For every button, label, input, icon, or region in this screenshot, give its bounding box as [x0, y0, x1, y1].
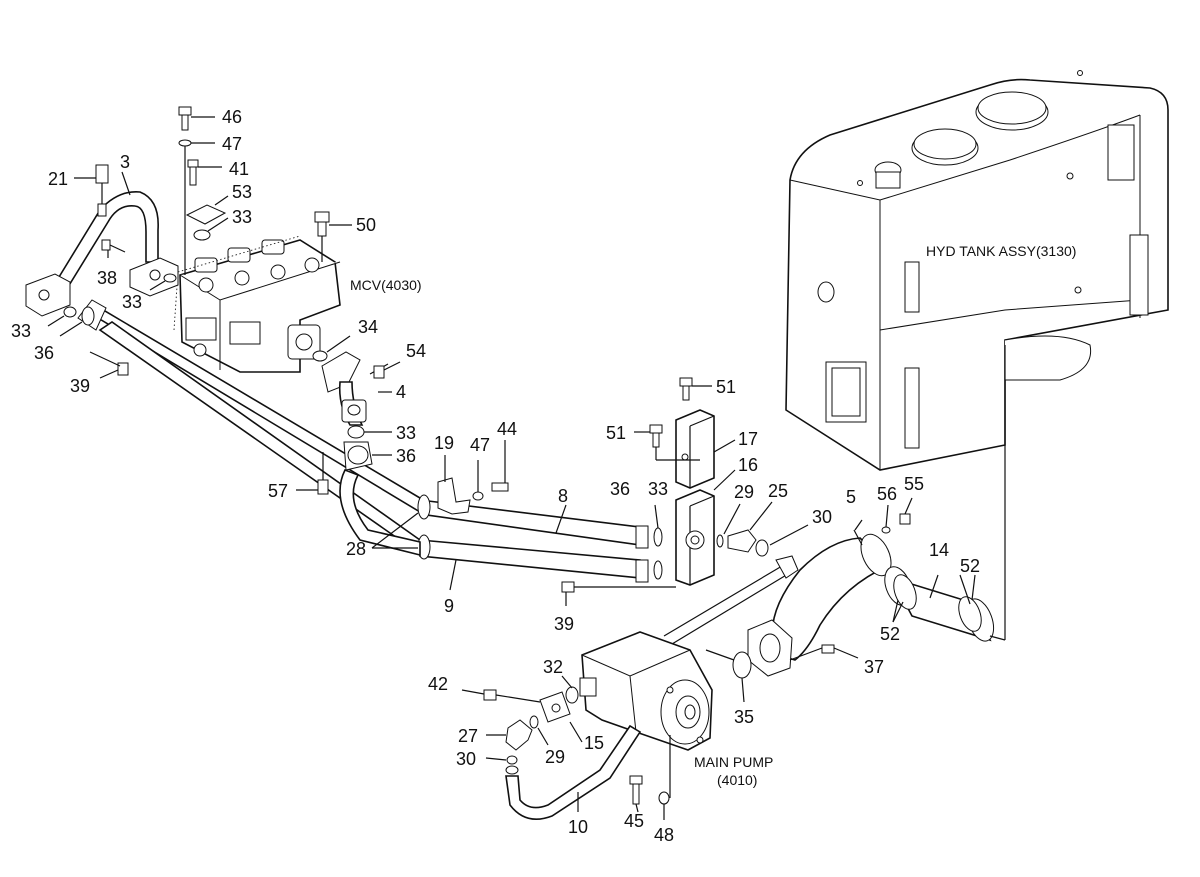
bolt-54 [373, 361, 401, 379]
main-pump-label-line1: MAIN PUMP [694, 754, 773, 770]
part-number-32: 32 [543, 657, 563, 677]
part-number-48: 48 [654, 825, 674, 845]
pipe-3 [25, 171, 179, 317]
flange-15 [539, 675, 583, 743]
bolt-46 [178, 106, 215, 131]
oring-35 [705, 649, 752, 703]
part-number-17: 17 [738, 429, 758, 449]
bolt-39-valve [561, 581, 676, 606]
fitting-29-25-30 [716, 501, 809, 557]
part-number-19: 19 [434, 433, 454, 453]
part-number-52: 52 [880, 624, 900, 644]
pipe-10 [505, 724, 642, 820]
part-number-29: 29 [545, 747, 565, 767]
part-number-33: 33 [648, 479, 668, 499]
part-number-51: 51 [606, 423, 626, 443]
part-number-37: 37 [864, 657, 884, 677]
elbow-27-oring-29-30 [485, 715, 549, 775]
part-number-54: 54 [406, 341, 426, 361]
part-number-45: 45 [624, 811, 644, 831]
part-number-14: 14 [929, 540, 949, 560]
part-number-15: 15 [584, 733, 604, 753]
part-number-4: 4 [396, 382, 406, 402]
part-number-9: 9 [444, 596, 454, 616]
part-number-47: 47 [222, 134, 242, 154]
part-number-30: 30 [812, 507, 832, 527]
bolt-42 [461, 689, 541, 703]
elbow-pipe-4 [312, 335, 392, 426]
bolt-41 [187, 159, 222, 186]
fitting-50 [314, 211, 352, 262]
part-number-33: 33 [396, 423, 416, 443]
fittings-55-56 [881, 497, 913, 534]
part-number-44: 44 [497, 419, 517, 439]
main-pump [579, 631, 713, 798]
clip-19 [437, 455, 471, 515]
part-number-16: 16 [738, 455, 758, 475]
part-number-39: 39 [554, 614, 574, 634]
mcv-valve-body [173, 235, 341, 373]
bolts-51 [634, 377, 712, 461]
hydraulic-tank [785, 70, 1169, 471]
part-number-39: 39 [70, 376, 90, 396]
oring-33-pipe3 [149, 273, 177, 291]
mcv-label: MCV(4030) [350, 277, 422, 293]
part-number-5: 5 [846, 487, 856, 507]
part-number-56: 56 [877, 484, 897, 504]
part-number-33: 33 [122, 292, 142, 312]
bolt-45-washer-48 [629, 775, 670, 820]
oring-33-top [193, 217, 229, 241]
part-number-3: 3 [120, 152, 130, 172]
part-number-36: 36 [610, 479, 630, 499]
bolt-39-left [89, 351, 129, 379]
oring-33-left [47, 306, 77, 327]
bolt-57 [296, 452, 329, 495]
part-number-57: 57 [268, 481, 288, 501]
part-number-8: 8 [558, 486, 568, 506]
part-number-34: 34 [358, 317, 378, 337]
part-number-33: 33 [11, 321, 31, 341]
part-number-21: 21 [48, 169, 68, 189]
fitting-21 [74, 164, 109, 217]
part-number-41: 41 [229, 159, 249, 179]
part-number-30: 30 [456, 749, 476, 769]
part-number-36: 36 [396, 446, 416, 466]
part-number-33: 33 [232, 207, 252, 227]
part-number-42: 42 [428, 674, 448, 694]
bolt-38 [101, 239, 126, 258]
main-pump-label-line2: (4010) [717, 772, 757, 788]
part-number-28: 28 [346, 539, 366, 559]
cover-53 [185, 195, 229, 225]
suction-pipe-5 [747, 519, 892, 677]
part-number-55: 55 [904, 474, 924, 494]
pipe-8-and-9 [59, 299, 649, 591]
part-number-35: 35 [734, 707, 754, 727]
part-number-46: 46 [222, 107, 242, 127]
valve-block-16-17 [675, 409, 736, 586]
part-number-36: 36 [34, 343, 54, 363]
part-number-25: 25 [768, 481, 788, 501]
part-number-38: 38 [97, 268, 117, 288]
washer-47-and-bolt-44 [472, 440, 509, 501]
hyd-tank-label: HYD TANK ASSY(3130) [926, 243, 1076, 259]
part-number-51: 51 [716, 377, 736, 397]
part-number-47: 47 [470, 435, 490, 455]
part-number-53: 53 [232, 182, 252, 202]
bolt-37 [789, 644, 859, 661]
part-number-27: 27 [458, 726, 478, 746]
part-number-52: 52 [960, 556, 980, 576]
pressure-hose [663, 555, 799, 645]
part-number-29: 29 [734, 482, 754, 502]
oring-and-flange-33-36 [343, 425, 392, 471]
suction-hose-14 [884, 345, 1006, 642]
part-number-50: 50 [356, 215, 376, 235]
part-number-10: 10 [568, 817, 588, 837]
orings-33-valve [653, 504, 663, 580]
washer-47 [178, 139, 215, 275]
